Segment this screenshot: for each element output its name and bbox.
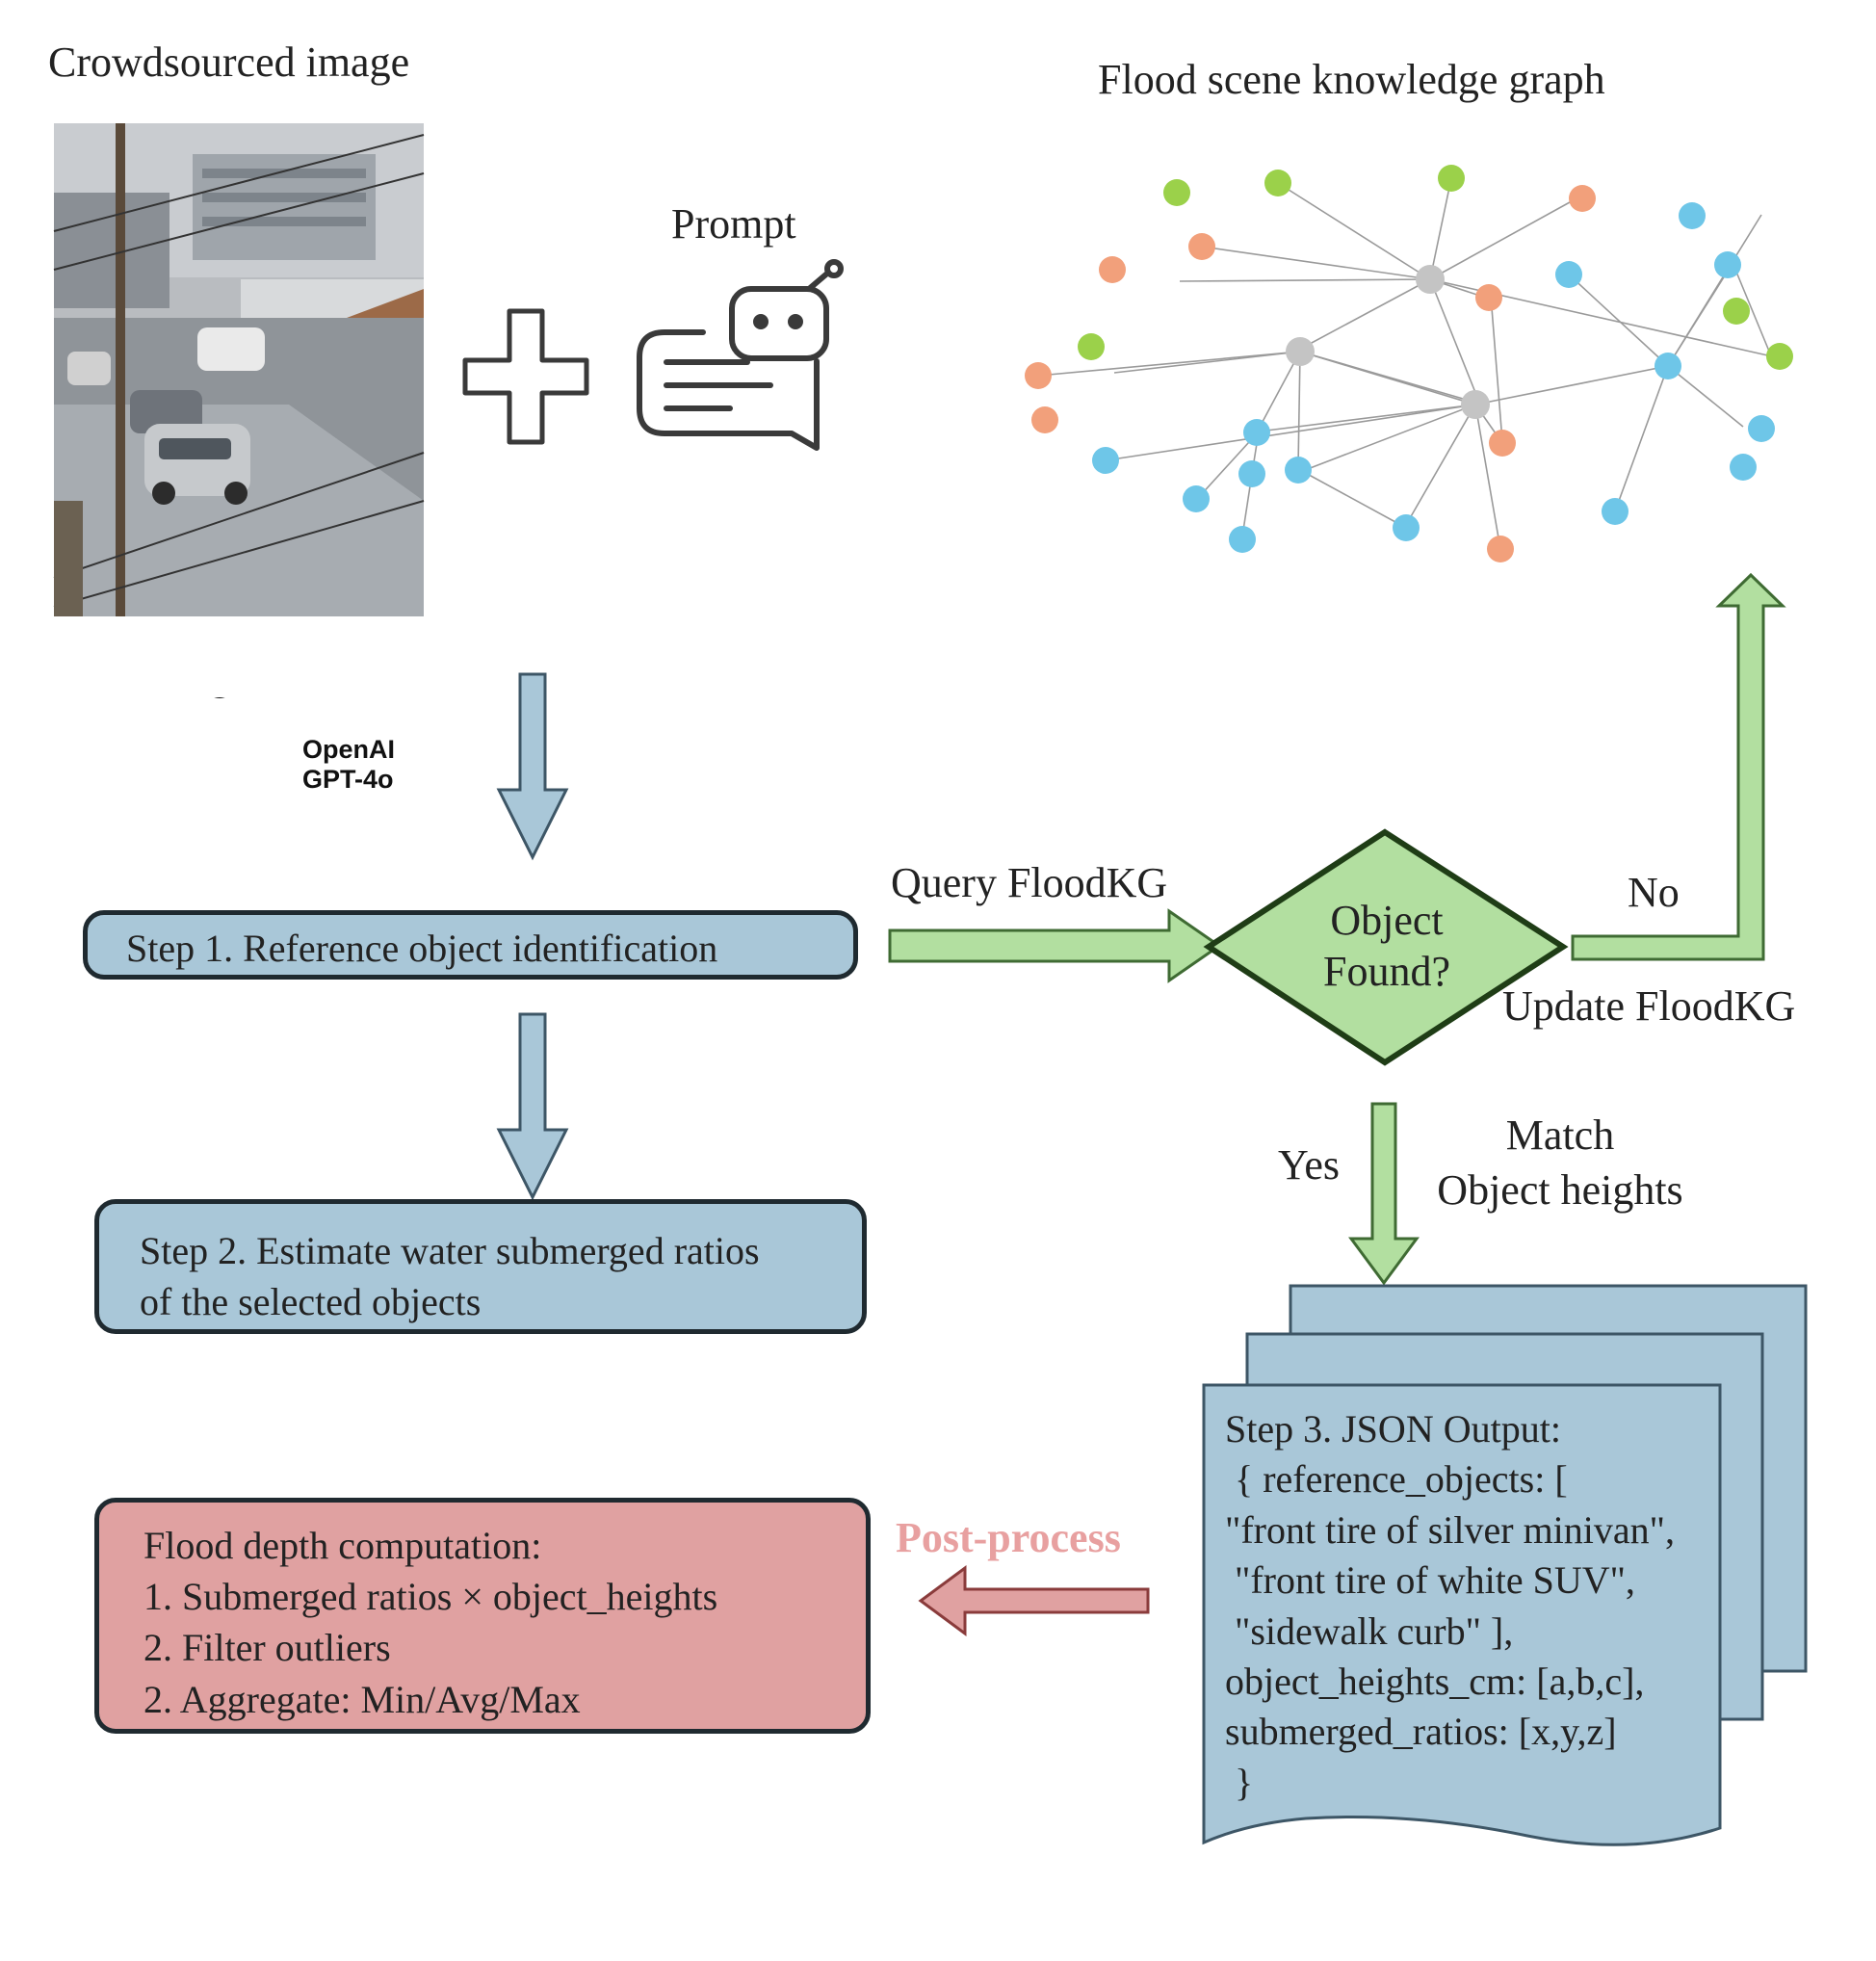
arrow-post-process	[918, 1565, 1150, 1636]
flood-depth-item: 2. Filter outliers	[143, 1626, 391, 1670]
json-line: { reference_objects: [	[1225, 1457, 1568, 1502]
step2-line2: of the selected objects	[140, 1280, 482, 1324]
flood-depth-item: 1. Submerged ratios × object_heights	[143, 1575, 718, 1619]
post-process-label: Post-process	[896, 1514, 1121, 1561]
arrow-down-to-step1	[496, 672, 569, 861]
arrow-yes-down	[1348, 1102, 1420, 1286]
chatbot-icon	[637, 259, 844, 451]
json-line: Step 3. JSON Output:	[1225, 1407, 1561, 1451]
knowledge-graph-title: Flood scene knowledge graph	[1098, 56, 1605, 103]
json-line: submerged_ratios: [x,y,z]	[1225, 1710, 1617, 1754]
arrow-query-floodkg	[888, 908, 1222, 983]
json-line: "sidewalk curb" ],	[1225, 1608, 1514, 1653]
crowdsourced-image-label: Crowdsourced image	[48, 39, 410, 86]
step1-box: Step 1. Reference object identification	[83, 910, 858, 980]
flood-depth-box: Flood depth computation: 1. Submerged ra…	[94, 1498, 871, 1734]
openai-label: OpenAI	[302, 735, 396, 764]
query-floodkg-label: Query FloodKG	[891, 859, 1168, 906]
gpt4o-label: GPT-4o	[302, 765, 394, 795]
flood-depth-item: 2. Aggregate: Min/Avg/Max	[143, 1677, 581, 1721]
decision-text: Object Found?	[1281, 896, 1493, 998]
step3-json-text: Step 3. JSON Output: { reference_objects…	[1225, 1404, 1726, 1808]
update-floodkg-label: Update FloodKG	[1502, 982, 1796, 1030]
json-line: "front tire of white SUV",	[1225, 1558, 1635, 1603]
openai-badge: OpenAI GPT-4o	[125, 698, 443, 833]
knowledge-graph	[1025, 165, 1793, 562]
json-line: object_heights_cm: [a,b,c],	[1225, 1659, 1645, 1703]
match-line2: Object heights	[1437, 1166, 1683, 1215]
prompt-label: Prompt	[671, 200, 796, 248]
step2-box: Step 2. Estimate water submerged ratios …	[94, 1199, 867, 1334]
flood-depth-title: Flood depth computation:	[143, 1524, 542, 1567]
json-line: }	[1225, 1760, 1254, 1804]
plus-icon	[462, 308, 589, 445]
arrow-update-floodkg	[1571, 572, 1786, 961]
json-line: "front tire of silver minivan",	[1225, 1507, 1675, 1552]
match-line1: Match	[1505, 1111, 1615, 1159]
decision-line1: Object	[1330, 897, 1444, 944]
flood-photo	[53, 123, 425, 616]
arrow-down-to-step2	[496, 1012, 569, 1201]
decision-line2: Found?	[1323, 947, 1450, 995]
no-label: No	[1628, 869, 1680, 916]
match-object-heights-label: Match Object heights	[1416, 1108, 1705, 1217]
yes-label: Yes	[1278, 1141, 1341, 1189]
step2-line1: Step 2. Estimate water submerged ratios	[140, 1229, 760, 1272]
step1-text: Step 1. Reference object identification	[126, 927, 718, 970]
json-doc-page-front	[1202, 1383, 1722, 1846]
decision-diamond	[1203, 828, 1569, 1066]
